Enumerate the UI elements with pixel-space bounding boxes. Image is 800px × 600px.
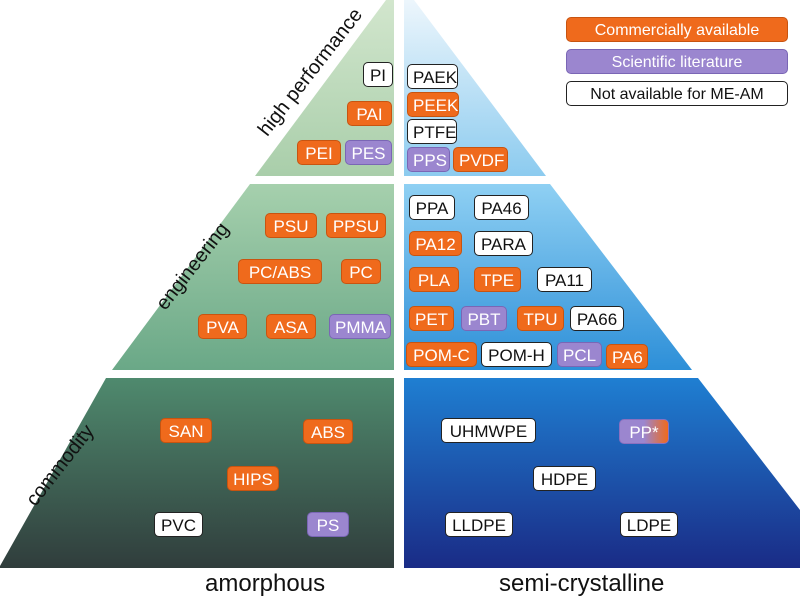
polymer-tag: PA11	[537, 267, 592, 292]
polymer-tag: PP*	[619, 419, 669, 444]
polymer-tag: PVC	[154, 512, 203, 537]
polymer-tag: PS	[307, 512, 349, 537]
polymer-tag: PLA	[409, 267, 459, 292]
polymer-tag: PSU	[265, 213, 317, 238]
polymer-tag: PVA	[198, 314, 247, 339]
polymer-tag: PARA	[474, 231, 533, 256]
polymer-tag: PBT	[461, 306, 507, 331]
polymer-tag: SAN	[160, 418, 212, 443]
polymer-tag: LDPE	[620, 512, 678, 537]
polymer-tag: PA6	[606, 344, 648, 369]
polymer-tag: PES	[345, 140, 392, 165]
polymer-tag: PAI	[347, 101, 392, 126]
polymer-tag: POM-C	[406, 342, 477, 367]
legend-commercially-available: Commercially available	[566, 17, 788, 42]
polymer-tag: TPE	[474, 267, 521, 292]
semi-crystalline-commodity-region	[404, 378, 800, 568]
polymer-tag: TPU	[517, 306, 564, 331]
polymer-tag: PA66	[570, 306, 624, 331]
legend-not-available: Not available for ME-AM	[566, 81, 788, 106]
polymer-tag: PI	[363, 62, 393, 87]
polymer-tag: PPSU	[326, 213, 386, 238]
polymer-tag: PMMA	[329, 314, 391, 339]
polymer-tag: PPS	[407, 147, 450, 172]
polymer-tag: PPA	[409, 195, 455, 220]
polymer-tag: PCL	[557, 342, 602, 367]
column-label-semi-crystalline: semi-crystalline	[499, 570, 665, 597]
polymer-tag: PVDF	[453, 147, 508, 172]
polymer-tag: UHMWPE	[441, 418, 536, 443]
polymer-tag: ABS	[303, 419, 353, 444]
amorphous-commodity-region	[0, 378, 394, 568]
legend-scientific-literature: Scientific literature	[566, 49, 788, 74]
polymer-tag: PTFE	[407, 119, 457, 144]
polymer-tag: HDPE	[533, 466, 596, 491]
polymer-tag: PEI	[297, 140, 341, 165]
polymer-tag: PA46	[474, 195, 529, 220]
column-label-amorphous: amorphous	[205, 570, 326, 597]
polymer-tag: PC	[341, 259, 381, 284]
polymer-tag: PAEK	[407, 64, 458, 89]
polymer-tag: POM-H	[481, 342, 552, 367]
polymer-tag: LLDPE	[445, 512, 513, 537]
polymer-tag: PA12	[409, 231, 462, 256]
amorphous-high-performance-region	[255, 0, 394, 176]
polymer-tag: HIPS	[227, 466, 279, 491]
polymer-tag: PEEK	[407, 92, 459, 117]
polymer-tag: PET	[409, 306, 454, 331]
polymer-tag: ASA	[266, 314, 316, 339]
polymer-tag: PC/ABS	[238, 259, 322, 284]
